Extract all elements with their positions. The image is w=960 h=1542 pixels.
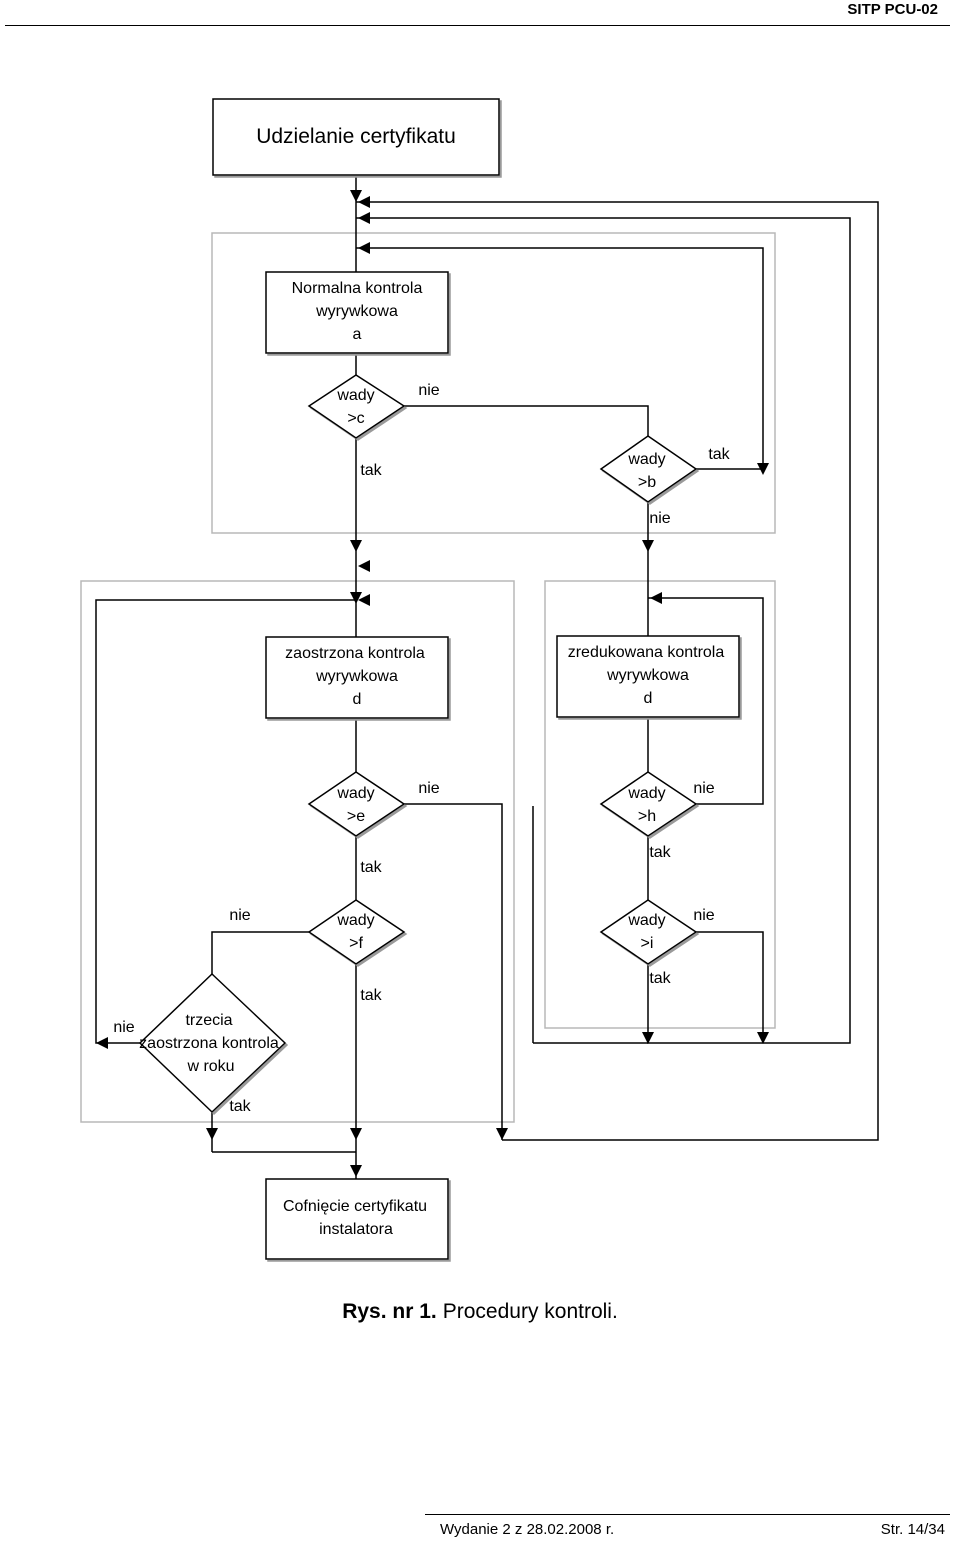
start-box-label: Udzielanie certyfikatu <box>256 125 456 148</box>
reduced-control-frame <box>544 580 776 1029</box>
label-f-no: nie <box>229 907 250 924</box>
label-third-no: nie <box>113 1019 134 1036</box>
normal-control-frame <box>211 232 776 534</box>
end-box-line-2: instalatora <box>319 1221 393 1238</box>
start-box <box>212 98 500 176</box>
decision-h-line-1: wady <box>627 785 665 802</box>
figure-caption-text: Procedury kontroli. <box>443 1300 618 1323</box>
arrowheads <box>96 190 769 1177</box>
footer-rule <box>425 1514 950 1515</box>
decision-c <box>307 374 406 439</box>
reduced-control-line-1: zredukowana kontrola <box>568 644 725 661</box>
decision-third-line-3: w roku <box>186 1058 234 1075</box>
label-h-yes: tak <box>649 844 671 861</box>
normal-control-line-1: Normalna kontrola <box>292 280 423 297</box>
decision-f-line-1: wady <box>336 912 374 929</box>
page-header: SITP PCU-02 <box>0 0 960 30</box>
normal-control-box <box>265 271 449 354</box>
decision-third <box>138 972 287 1114</box>
decision-h <box>599 771 698 837</box>
label-b-no: nie <box>649 510 670 527</box>
connector-lines <box>95 176 879 1179</box>
reduced-control-line-2: wyrywkowa <box>606 667 689 684</box>
decision-b-line-1: wady <box>627 451 665 468</box>
end-box-line-1: Cofnięcie certyfikatu <box>283 1198 427 1215</box>
decision-f-line-2: >f <box>349 935 363 952</box>
tight-control-box <box>265 636 449 719</box>
label-e-no: nie <box>418 780 439 797</box>
normal-control-line-2: wyrywkowa <box>315 303 398 320</box>
tight-control-frame <box>80 580 515 1123</box>
reduced-control-box <box>556 635 740 718</box>
edition-info: Wydanie 2 z 28.02.2008 r. <box>440 1521 615 1538</box>
decision-e-line-1: wady <box>336 785 374 802</box>
label-b-yes: tak <box>708 446 730 463</box>
decision-c-line-2: >c <box>347 410 364 427</box>
label-h-no: nie <box>693 780 714 797</box>
page-number: Str. 14/34 <box>880 1521 945 1538</box>
decision-e <box>307 771 406 837</box>
tight-control-line-2: wyrywkowa <box>315 668 398 685</box>
decision-b-line-2: >b <box>638 474 656 491</box>
decision-b <box>599 435 698 503</box>
decision-i-line-2: >i <box>641 935 654 952</box>
document-code: SITP PCU-02 <box>847 1 938 18</box>
label-i-no: nie <box>693 907 714 924</box>
figure-caption: Rys. nr 1. Procedury kontroli. <box>342 1300 618 1323</box>
decision-i <box>599 899 698 965</box>
decision-i-line-1: wady <box>627 912 665 929</box>
label-third-yes: tak <box>229 1098 251 1115</box>
figure-caption-number: Rys. nr 1. <box>342 1300 437 1323</box>
decision-e-line-2: >e <box>347 808 365 825</box>
label-c-yes: tak <box>360 462 382 479</box>
header-rule <box>5 25 950 26</box>
decision-c-line-1: wady <box>336 387 374 404</box>
decision-h-line-2: >h <box>638 808 656 825</box>
end-box <box>265 1178 449 1260</box>
decision-third-line-1: trzecia <box>185 1012 232 1029</box>
decision-third-line-2: zaostrzona kontrola <box>139 1035 279 1052</box>
normal-control-line-3: a <box>353 326 362 343</box>
label-i-yes: tak <box>649 970 671 987</box>
label-c-no: nie <box>418 382 439 399</box>
tight-control-line-1: zaostrzona kontrola <box>285 645 425 662</box>
label-f-yes: tak <box>360 987 382 1004</box>
tight-control-line-3: d <box>353 691 362 708</box>
reduced-control-line-3: d <box>644 690 653 707</box>
decision-f <box>307 899 406 965</box>
label-e-yes: tak <box>360 859 382 876</box>
